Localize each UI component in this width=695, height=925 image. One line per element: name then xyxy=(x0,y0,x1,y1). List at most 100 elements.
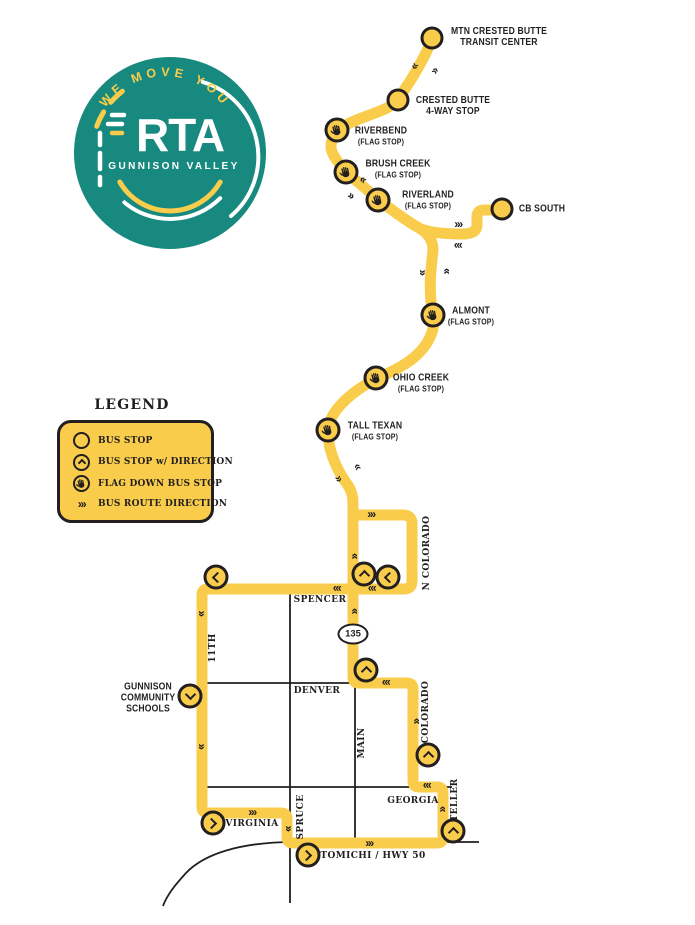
street-label-denver: DENVER xyxy=(293,686,341,696)
street-label-virginia: VIRGINIA xyxy=(225,819,279,829)
rta-logo: WE MOVE YOU RTA GUNNISON VALLEY xyxy=(74,57,266,249)
legend-title: LEGEND xyxy=(94,397,170,413)
chevron-down-icon xyxy=(184,688,196,701)
stop-label-line: GUNNISON xyxy=(124,680,172,693)
route-direction-chevron: ›› xyxy=(416,269,430,275)
flag-hand-icon xyxy=(329,122,344,137)
stop-label-line: CRESTED BUTTE xyxy=(415,94,491,106)
chevron-right-icon xyxy=(300,849,313,861)
logo-title: RTA xyxy=(136,109,224,161)
route-direction-chevron: ›› xyxy=(344,188,358,202)
stop-label-line: ALMONT xyxy=(452,304,490,317)
legend-item-label: BUS STOP xyxy=(98,435,153,446)
route-direction-chevron: ›› xyxy=(439,269,453,275)
legend-item-label: FLAG DOWN BUS STOP xyxy=(98,478,223,489)
stop-ohio-creek xyxy=(363,365,389,391)
stop-brush-creek xyxy=(333,159,359,185)
legend-box: BUS STOP BUS STOP w/ DIRECTION FLAG DOWN B… xyxy=(57,420,233,523)
flag-hand-icon xyxy=(370,192,385,207)
route-direction-chevron: ›› xyxy=(347,554,361,560)
stop-label-line: (FLAG STOP) xyxy=(357,136,405,147)
chevron-up-icon xyxy=(447,826,459,839)
route-direction-chevron: ›› xyxy=(347,609,361,615)
route-direction-chevron: ››› xyxy=(334,582,342,596)
stop-label-line: TRANSIT CENTER xyxy=(460,36,538,48)
stop-spencer-n-colorado xyxy=(375,564,401,590)
street-label-colorado: COLORADO xyxy=(421,680,431,744)
stop-label-ohio-creek: OHIO CREEK(FLAG STOP) xyxy=(392,371,450,394)
stop-almont xyxy=(420,302,446,328)
stop-label-line: CB SOUTH xyxy=(518,202,566,215)
logo-decoration xyxy=(200,80,261,218)
flag-hand-icon xyxy=(338,164,353,179)
flag-stop-icon xyxy=(73,475,90,493)
stop-label-line: (FLAG STOP) xyxy=(374,169,422,180)
route-direction-chevron: ›› xyxy=(408,60,424,72)
route-direction-chevron: ›› xyxy=(195,610,209,616)
flag-hand-icon xyxy=(368,370,383,385)
chevron-up-icon xyxy=(360,665,372,678)
stop-label-tall-texan: TALL TEXAN(FLAG STOP) xyxy=(347,419,403,442)
logo-subtitle: GUNNISON VALLEY xyxy=(108,161,239,172)
stop-label-line: MTN CRESTED BUTTE xyxy=(450,25,548,37)
stop-spencer-main xyxy=(351,561,377,587)
stop-main-denver xyxy=(353,657,379,683)
street-label-n-colorado: N COLORADO xyxy=(422,515,432,591)
stop-cb-south xyxy=(490,197,514,221)
stop-tall-texan xyxy=(315,417,341,443)
stop-label-line: COMMUNITY xyxy=(120,691,176,704)
flag-hand-icon xyxy=(425,307,440,322)
stop-label-riverbend: RIVERBEND(FLAG STOP) xyxy=(354,124,408,147)
stop-label-line: 4-WAY STOP xyxy=(426,105,480,117)
route-direction-chevron: ›› xyxy=(435,807,449,813)
stop-crested-butte-4-way xyxy=(386,88,410,112)
street-label-spruce: SPRUCE xyxy=(296,794,306,840)
stop-label-line: RIVERBEND xyxy=(354,124,408,137)
route-direction-chevron: ›› xyxy=(409,719,423,725)
route-line-main xyxy=(196,34,449,849)
stop-label-line: (FLAG STOP) xyxy=(351,431,399,442)
stop-gunnison-community-schools xyxy=(177,683,203,709)
stop-label-line: RIVERLAND xyxy=(402,188,454,201)
street-label-main: MAIN xyxy=(357,727,367,759)
route-direction-chevron: ››› xyxy=(248,805,257,819)
stop-colorado xyxy=(415,742,441,768)
route-direction-chevron: ››› xyxy=(454,217,463,231)
route-direction-chevron: ››› xyxy=(424,779,432,793)
chevron-left-icon xyxy=(383,571,396,583)
bus-stop-direction-icon xyxy=(73,453,90,471)
route-line-cb-south-spur xyxy=(415,204,506,240)
street-line-tomichi xyxy=(162,841,479,907)
street-label-georgia: GEORGIA xyxy=(387,796,439,806)
stop-label-line: (FLAG STOP) xyxy=(397,383,445,394)
flag-hand-icon xyxy=(75,477,88,490)
stop-label-riverland: RIVERLAND(FLAG STOP) xyxy=(402,188,454,211)
stop-label-line: (FLAG STOP) xyxy=(404,200,452,211)
legend-item-bus-stop-direction: BUS STOP w/ DIRECTION xyxy=(60,453,233,471)
stop-label-cb-south: CB SOUTH xyxy=(518,202,566,215)
stop-mtn-crested-butte-transit-center xyxy=(420,26,444,50)
chevron-up-icon xyxy=(422,750,434,763)
stop-virginia xyxy=(200,810,226,836)
stop-label-line: TALL TEXAN xyxy=(347,419,403,432)
legend-item-label: BUS STOP w/ DIRECTION xyxy=(98,457,233,468)
route-direction-chevron: ›› xyxy=(349,462,365,474)
route-direction-chevron: ››› xyxy=(369,582,377,596)
legend-item-route-direction: ›››BUS ROUTE DIRECTION xyxy=(60,497,227,511)
route-direction-chevron: ›› xyxy=(282,825,296,831)
stop-riverland xyxy=(365,187,391,213)
legend-item-label: BUS ROUTE DIRECTION xyxy=(98,498,228,509)
stop-label-line: OHIO CREEK xyxy=(392,371,450,384)
chevron-left-icon xyxy=(211,571,224,583)
street-label-spencer: SPENCER xyxy=(293,595,347,605)
stop-label-almont: ALMONT(FLAG STOP) xyxy=(448,304,494,327)
chevron-up-icon xyxy=(77,459,86,468)
highway-135-label: 135 xyxy=(345,628,361,640)
logo-decoration xyxy=(122,196,223,221)
route-direction-chevron: ›› xyxy=(331,472,347,484)
